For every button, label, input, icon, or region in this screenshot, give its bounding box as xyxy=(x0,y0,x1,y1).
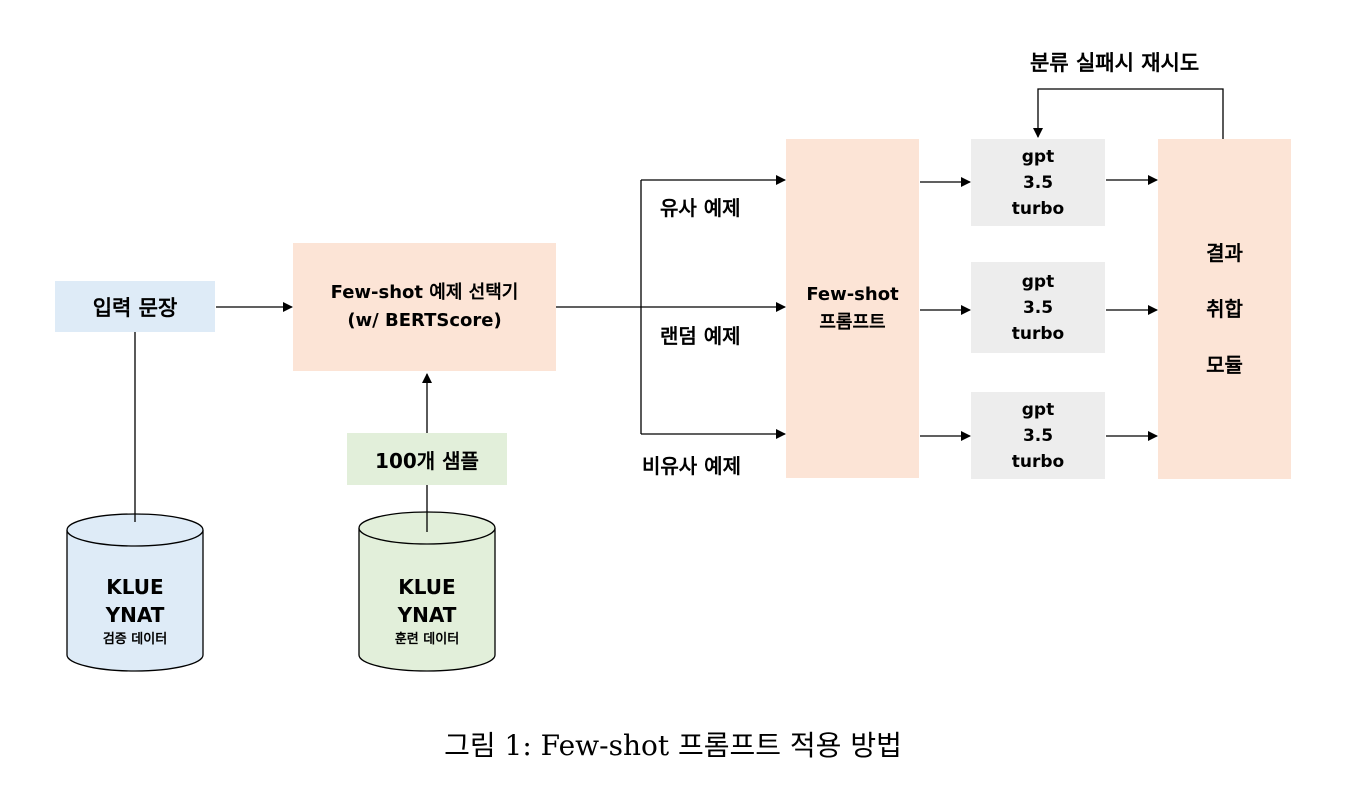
merge-line-2: 취합 xyxy=(1206,297,1243,321)
gpt-box-similar: gpt 3.5 turbo xyxy=(971,139,1105,226)
validation-db-task: YNAT xyxy=(105,603,165,627)
gpt-box-model: gpt xyxy=(1021,146,1055,167)
training-db-name: KLUE xyxy=(398,575,456,599)
gpt-box-variant: turbo xyxy=(1011,198,1065,219)
gpt-box-version: 3.5 xyxy=(1022,425,1054,446)
gpt-box-variant: turbo xyxy=(1011,323,1065,344)
validation-db-split: 검증 데이터 xyxy=(102,632,168,647)
few-shot-prompt-box: Few-shot 프롬프트 xyxy=(786,139,919,478)
prompt-title: Few-shot xyxy=(806,283,899,305)
retry-label: 분류 실패시 재시도 xyxy=(1030,51,1200,75)
training-db-task: YNAT xyxy=(397,603,457,627)
branch-label-similar: 유사 예제 xyxy=(660,196,741,220)
figure-caption: 그림 1: Few-shot 프롬프트 적용 방법 xyxy=(444,729,902,762)
gpt-box-variant: turbo xyxy=(1011,451,1065,472)
samples-label: 100개 샘플 xyxy=(375,448,479,473)
gpt-box-dissimilar: gpt 3.5 turbo xyxy=(971,392,1105,479)
selector-subtitle: (w/ BERTScore) xyxy=(347,310,502,331)
validation-db-text: KLUE YNAT 검증 데이터 xyxy=(67,573,203,651)
training-db-text: KLUE YNAT 훈련 데이터 xyxy=(359,573,495,651)
result-merge-module: 결과 취합 모듈 xyxy=(1158,139,1291,479)
retry-loop-arrow xyxy=(1033,88,1224,139)
branch-label-random: 랜덤 예제 xyxy=(660,324,741,348)
input-sentence-box: 입력 문장 xyxy=(55,281,215,332)
merge-line-3: 모듈 xyxy=(1206,353,1243,377)
training-db-split: 훈련 데이터 xyxy=(394,632,460,647)
few-shot-selector-box: Few-shot 예제 선택기 (w/ BERTScore) xyxy=(293,243,556,371)
branch-label-dissimilar: 비유사 예제 xyxy=(642,454,741,478)
gpt-box-model: gpt xyxy=(1021,271,1055,292)
merge-line-1: 결과 xyxy=(1206,241,1243,265)
gpt-box-model: gpt xyxy=(1021,399,1055,420)
input-sentence-label: 입력 문장 xyxy=(92,295,178,320)
gpt-box-version: 3.5 xyxy=(1022,297,1054,318)
samples-box: 100개 샘플 xyxy=(347,433,507,485)
validation-db-name: KLUE xyxy=(106,575,164,599)
prompt-subtitle: 프롬프트 xyxy=(819,311,886,333)
selector-title: Few-shot 예제 선택기 xyxy=(330,282,519,303)
gpt-box-random: gpt 3.5 turbo xyxy=(971,262,1105,353)
gpt-box-version: 3.5 xyxy=(1022,172,1054,193)
